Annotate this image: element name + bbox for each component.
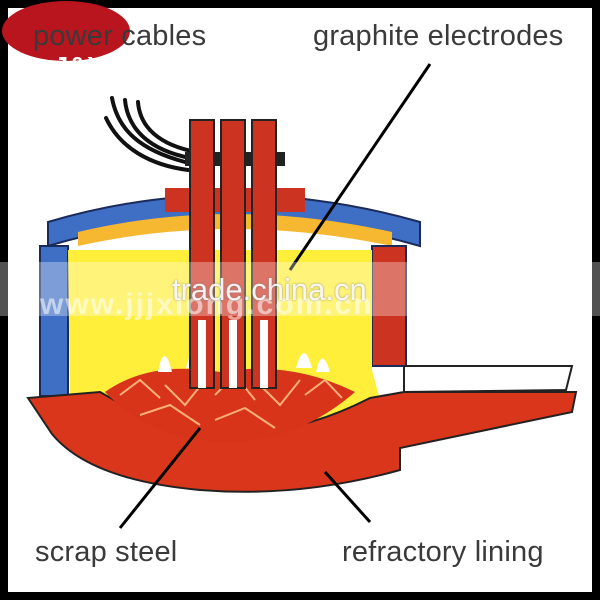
leader-lines — [118, 63, 432, 529]
label-graphite-electrodes: graphite electrodes — [313, 20, 564, 52]
jx-logo — [2, 1, 130, 61]
watermark-sub: www.jjjxlong.com.cn — [40, 288, 374, 321]
logo-text: J&X — [53, 51, 105, 81]
watermark-band — [0, 262, 600, 316]
watermark-main: trade.china.cn — [172, 272, 367, 307]
power-cables — [104, 96, 198, 172]
roof-inner — [78, 214, 392, 246]
label-refractory-lining: refractory lining — [342, 536, 544, 568]
graphite-electrodes — [189, 119, 277, 389]
label-scrap-steel: scrap steel — [35, 536, 178, 568]
tapping-spout — [403, 365, 574, 394]
label-power-cables: power cables — [33, 20, 207, 52]
